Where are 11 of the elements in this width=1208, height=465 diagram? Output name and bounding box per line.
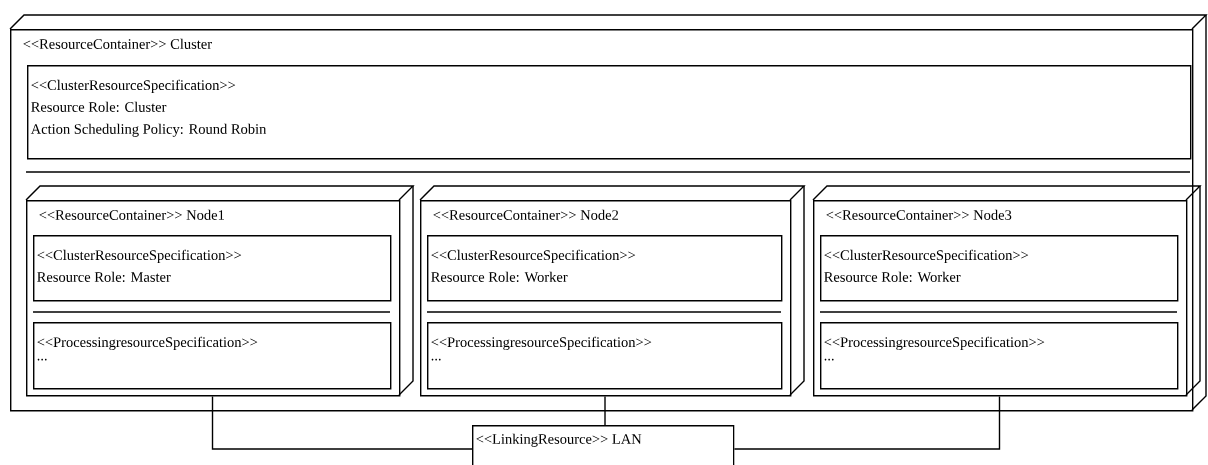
specification-box: <<ProcessingresourceSpecification>> ...: [820, 322, 1179, 390]
connector-line: [733, 395, 1001, 450]
linking-box: <<LinkingResource>> LAN: [472, 425, 735, 465]
specification-box: <<ClusterResourceSpecification>> Resource Role: Master: [33, 235, 392, 302]
specification-box: <<ClusterResourceSpecification>> Resource Role: Worker: [820, 235, 1179, 302]
connector-line: [604, 395, 606, 426]
specification-box: <<ClusterResourceSpecification>> Resource Role: Worker: [427, 235, 783, 302]
specification-box: <<ProcessingresourceSpecification>> ...: [33, 322, 392, 390]
connector-line: [211, 395, 473, 450]
specification-box: <<ProcessingresourceSpecification>> ...: [427, 322, 783, 390]
specification-box: <<ClusterResourceSpecification>> Resource Role: Cluster Action Scheduling Policy: Round Robin: [27, 65, 1192, 160]
